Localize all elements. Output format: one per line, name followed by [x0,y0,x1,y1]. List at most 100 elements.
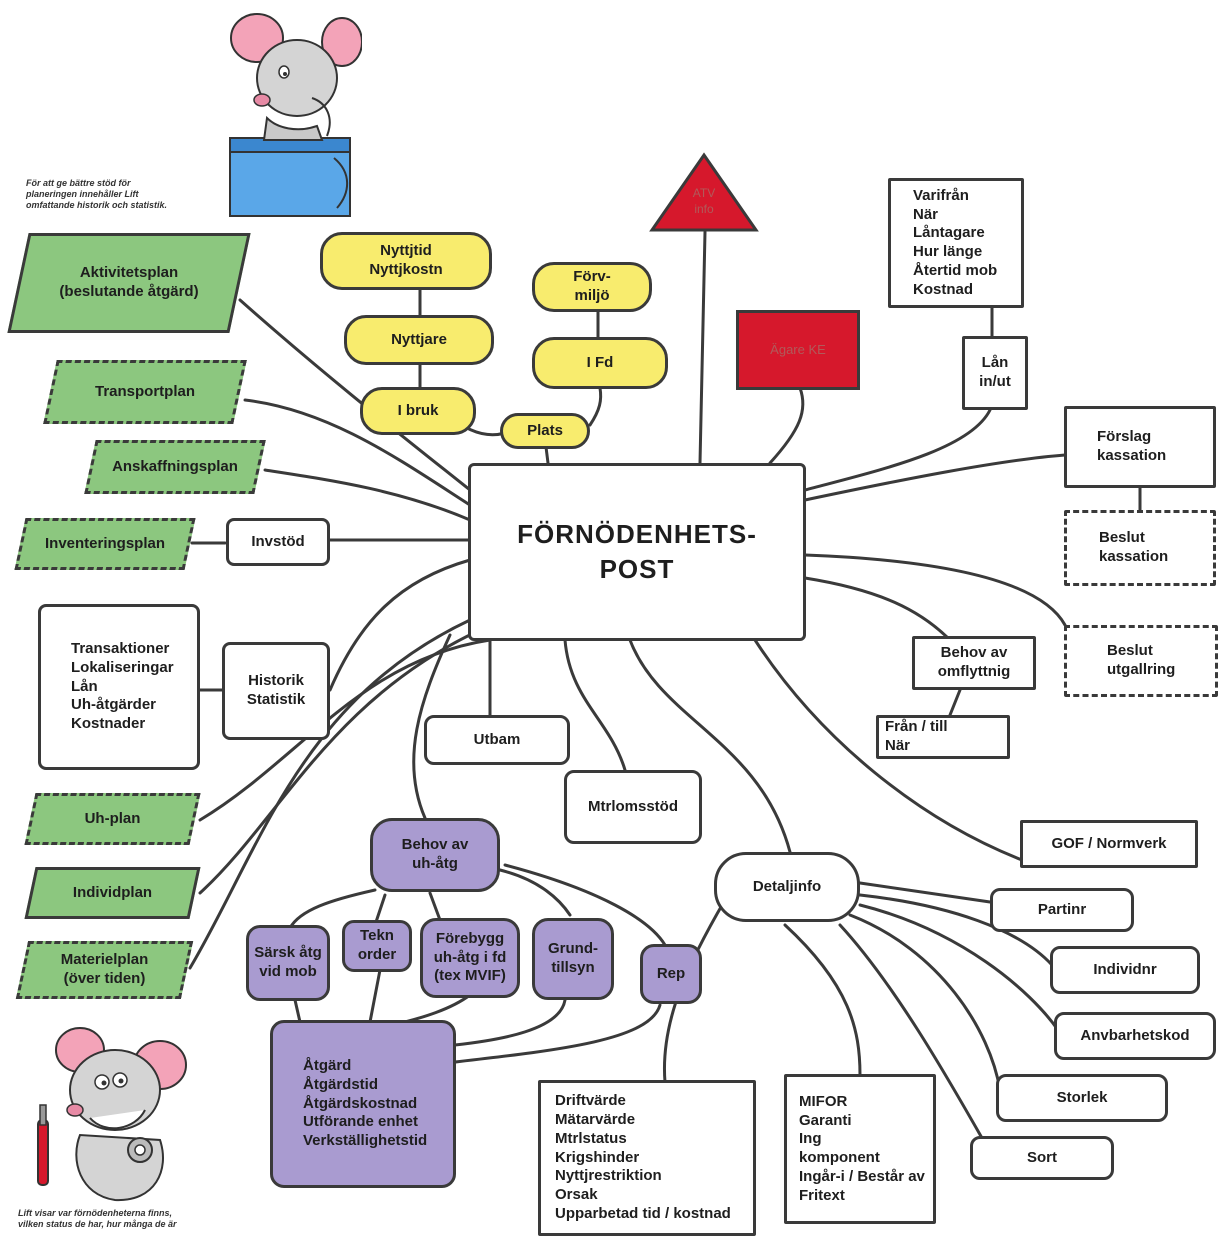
center-node-title-line: FÖRNÖDENHETS- [517,518,757,549]
mtrlomsstod-label: Mtrlomsstöd [588,797,678,815]
fran-till-node[interactable]: Från / till När [876,715,1010,759]
uh-plan-node[interactable]: Uh-plan [24,793,201,845]
caption-top-line: För att ge bättre stöd för [26,178,131,188]
mifor-list-item: Ing [799,1130,822,1148]
individplan-node[interactable]: Individplan [24,867,201,919]
atgard-detail-item: Åtgärdstid [303,1075,378,1093]
materielplan-label: Materielplan [60,951,149,969]
sort-label: Sort [1027,1148,1057,1166]
plats-node[interactable]: Plats [500,413,590,449]
loan-detail-item: Hur länge [913,243,983,260]
atgard-detail-item: Åtgärd [303,1057,352,1075]
history-list-item: Lokaliseringar [71,658,174,676]
loan-details-node[interactable]: Varifrån När Låntagare Hur länge Återtid… [888,178,1024,308]
partinr-label: Partinr [1037,900,1087,918]
forebygg-node[interactable]: Förebygg uh-åtg i fd (tex MVIF) [420,918,520,998]
drift-list-item: Krigshinder [555,1148,640,1166]
history-list-item: Lån [71,677,98,695]
beslut-utgallring-node[interactable]: Beslut utgallring [1064,625,1218,697]
mtrlomsstod-node[interactable]: Mtrlomsstöd [564,770,702,844]
inut-label: in/ut [979,373,1011,390]
loan-detail-item: Låntagare [913,224,985,242]
historik-label: Historik [248,672,304,690]
center-node-fornodenhetspost[interactable]: FÖRNÖDENHETS- POST [468,463,806,641]
beslut-label: Beslut [1099,529,1145,547]
mifor-list-item: Fritext [799,1186,845,1204]
partinr-node[interactable]: Partinr [990,888,1134,932]
lan-label: Lån [981,354,1009,372]
behov-av-label: Behov av [940,644,1008,662]
transportplan-node[interactable]: Transportplan [43,360,247,424]
ifd-node[interactable]: I Fd [532,337,668,389]
rep-node[interactable]: Rep [640,944,702,1004]
detaljinfo-label: Detaljinfo [752,877,822,895]
drift-list-item: Mätarvärde [555,1111,636,1129]
individplan-label: Individplan [72,883,153,901]
materielplan-sublabel: (över tiden) [63,970,146,987]
anskaffningsplan-label: Anskaffningsplan [112,457,238,475]
transportplan-label: Transportplan [94,382,195,400]
ibruk-label: I bruk [397,401,439,419]
center-node-title-line: POST [599,554,675,584]
nyttjare-label: Nyttjare [391,330,447,348]
utbam-node[interactable]: Utbam [424,715,570,765]
tekn-label: Tekn [360,927,394,945]
behov-omflyttning-node[interactable]: Behov av omflyttnig [912,636,1036,690]
mifor-list-item: MIFOR [799,1092,848,1110]
forebygg-label: uh-åtg i fd [433,948,507,966]
agare-ke-label: Ägare KE [770,341,826,357]
materielplan-node[interactable]: Materielplan (över tiden) [15,941,194,999]
uh-plan-label: Uh-plan [84,809,141,827]
caption-top-line: omfattande historik och statistik. [26,199,168,210]
caption-top: För att ge bättre stöd för planeringen i… [26,178,167,210]
atgard-details-node[interactable]: Åtgärd Åtgärdstid Åtgärdskostnad Utföran… [270,1020,456,1188]
storlek-node[interactable]: Storlek [996,1074,1168,1122]
grundtillsyn-label: Grund- [548,940,598,958]
caption-bottom: Lift visar var förnödenheterna finns, vi… [18,1208,177,1230]
ifd-label: I Fd [586,353,614,371]
individnr-node[interactable]: Individnr [1050,946,1200,994]
loan-detail-item: Kostnad [913,280,973,298]
drift-status-list-node[interactable]: Driftvärde Mätarvärde Mtrlstatus Krigshi… [538,1080,756,1236]
mifor-list-node[interactable]: MIFOR Garanti Ing komponent Ingår-i / Be… [784,1074,936,1224]
atgard-detail-item: Verkställighetstid [303,1132,428,1150]
forebygg-label: Förebygg [435,929,505,947]
sarsk-atg-node[interactable]: Särsk åtg vid mob [246,925,330,1001]
aktivitetsplan-sublabel: (beslutande åtgärd) [59,283,199,300]
utbam-label: Utbam [473,730,521,748]
historik-statistik-node[interactable]: Historik Statistik [222,642,330,740]
atv-info-node[interactable]: ATV info [648,152,760,234]
behov-uh-atg-node[interactable]: Behov av uh-åtg [370,818,500,892]
inventeringsplan-label: Inventeringsplan [44,534,166,552]
nyttjare-node[interactable]: Nyttjare [344,315,494,365]
forslag-kassation-node[interactable]: Förslag kassation [1064,406,1216,488]
anvbarhetskod-node[interactable]: Anvbarhetskod [1054,1012,1216,1060]
anskaffningsplan-node[interactable]: Anskaffningsplan [84,440,266,494]
aktivitetsplan-node[interactable]: Aktivitetsplan (beslutande åtgärd) [7,233,251,333]
grundtillsyn-node[interactable]: Grund- tillsyn [532,918,614,1000]
invstod-node[interactable]: Invstöd [226,518,330,566]
gof-normverk-node[interactable]: GOF / Normverk [1020,820,1198,868]
caption-top-line: planeringen innehåller Lift [26,188,139,199]
nyttjtid-node[interactable]: Nyttjtid Nyttjkostn [320,232,492,290]
history-list-node[interactable]: Transaktioner Lokaliseringar Lån Uh-åtgä… [38,604,200,770]
tekn-order-node[interactable]: Tekn order [342,920,412,972]
inventeringsplan-node[interactable]: Inventeringsplan [14,518,196,570]
sort-node[interactable]: Sort [970,1136,1114,1180]
caption-bottom-line: vilken status de har, hur många de är [18,1218,177,1229]
kassation-label: kassation [1099,548,1169,565]
drift-list-item: Orsak [555,1186,598,1204]
forvmiljo-label: miljö [574,287,610,304]
statistik-label: Statistik [246,691,306,708]
mifor-list-item: komponent [799,1149,880,1166]
omflyttning-label: omflyttnig [937,663,1011,680]
thinking-mouse-illustration [229,13,362,217]
ibruk-node[interactable]: I bruk [360,387,476,435]
agare-ke-node[interactable]: Ägare KE [736,310,860,390]
lan-inut-node[interactable]: Lån in/ut [962,336,1028,410]
detaljinfo-node[interactable]: Detaljinfo [714,852,860,922]
beslut-kassation-node[interactable]: Beslut kassation [1064,510,1216,586]
forvmiljo-node[interactable]: Förv- miljö [532,262,652,312]
drift-list-item: Mtrlstatus [555,1129,627,1147]
fran-till-label: Från / till [885,718,948,736]
